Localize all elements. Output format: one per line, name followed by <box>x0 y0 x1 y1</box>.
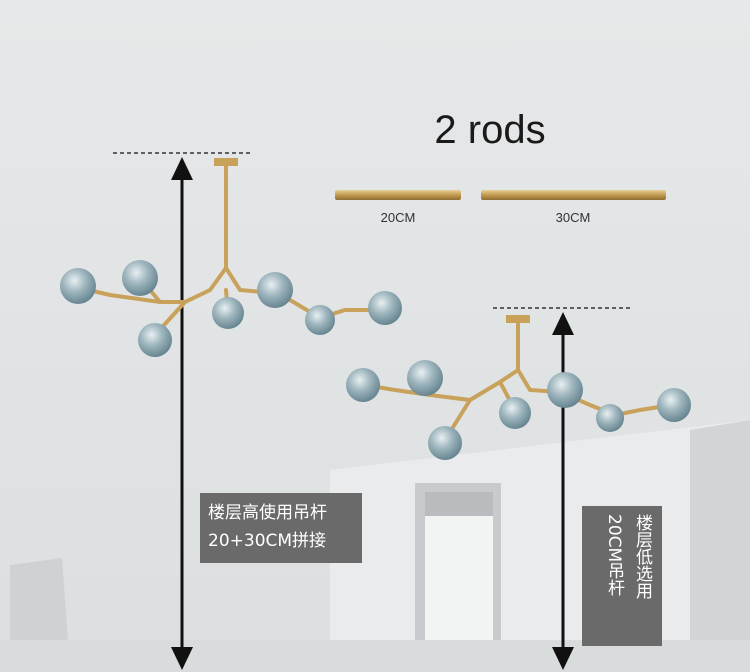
lamp-shade <box>10 558 68 648</box>
high-floor-note-line1: 楼层高使用吊杆 <box>208 503 327 523</box>
high-floor-note-line2: 20+30CM拼接 <box>208 531 327 551</box>
height-arrow-high <box>171 157 193 670</box>
rod-20cm <box>335 190 461 200</box>
high-floor-note: 楼层高使用吊杆 20+30CM拼接 <box>200 493 362 563</box>
rod-20cm-label: 20CM <box>380 210 416 225</box>
globes-short-rod <box>346 360 691 460</box>
right-wall <box>690 420 750 672</box>
window-blind <box>425 492 493 516</box>
rods-title: 2 rods <box>434 108 546 152</box>
rod-30cm <box>481 190 666 200</box>
low-floor-note-line1: 楼层低选用 <box>632 514 652 599</box>
rod-30cm-label: 30CM <box>555 210 591 225</box>
globes-long-rod <box>60 260 402 357</box>
low-floor-note-line2: 20CM吊杆 <box>604 514 624 597</box>
low-floor-note: 楼层低选用 20CM吊杆 <box>582 506 662 646</box>
